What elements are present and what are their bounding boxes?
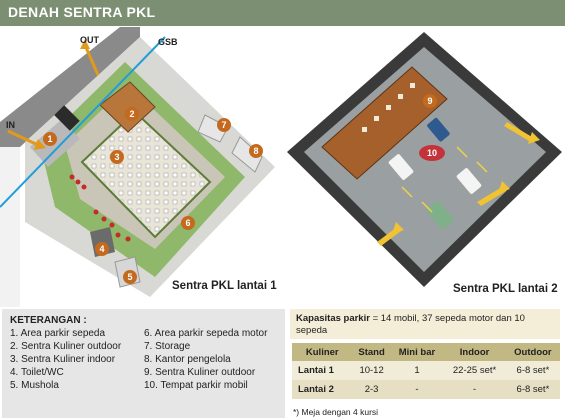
marker-7 <box>217 118 231 132</box>
legend-item: 6. Area parkir sepeda motor <box>144 328 268 339</box>
table-cell: 6-8 set* <box>505 380 560 399</box>
marker-8 <box>249 144 263 158</box>
outdoor-culinary-deck-2 <box>321 66 448 180</box>
svg-text:6: 6 <box>185 218 190 228</box>
marker-5 <box>123 270 137 284</box>
svg-text:9: 9 <box>427 96 432 106</box>
legend-item: 4. Toilet/WC <box>10 367 64 378</box>
legend-item: 3. Sentra Kuliner indoor <box>10 354 116 365</box>
marker-2 <box>125 107 139 121</box>
svg-text:3: 3 <box>114 152 119 162</box>
in-label: IN <box>6 120 15 130</box>
capacity-label: Kapasitas parkir <box>296 313 370 324</box>
svg-text:5: 5 <box>127 272 132 282</box>
road <box>0 27 140 147</box>
outdoor-culinary-deck <box>99 81 156 133</box>
capacity-text: Kapasitas parkir = 14 mobil, 37 sepeda m… <box>296 313 558 337</box>
gsb-line <box>0 36 166 208</box>
indoor-culinary-area <box>80 110 212 239</box>
table-cell: 10-12 <box>352 361 391 380</box>
svg-text:1: 1 <box>47 134 52 144</box>
table-header-row: Kuliner Stand Mini bar Indoor Outdoor <box>292 343 560 361</box>
svg-text:7: 7 <box>221 120 226 130</box>
legend-item: 8. Kantor pengelola <box>144 354 231 365</box>
legend-title: KETERANGAN : <box>10 315 87 326</box>
car-blue <box>427 117 450 142</box>
legend-item: 5. Mushola <box>10 380 59 391</box>
page-title: DENAH SENTRA PKL <box>8 4 156 20</box>
table-header: Stand <box>352 343 391 361</box>
marker-6 <box>181 216 195 230</box>
table-header: Mini bar <box>390 343 444 361</box>
table-row: Lantai 1 10-12 1 22-25 set* 6-8 set* <box>292 361 560 380</box>
marker-4 <box>95 242 109 256</box>
legend-box <box>2 309 285 418</box>
capacity-table: Kuliner Stand Mini bar Indoor Outdoor La… <box>292 343 560 399</box>
gsb-label: GSB <box>158 37 178 47</box>
legend-item: 7. Storage <box>144 341 191 352</box>
plan1-label: Sentra PKL lantai 1 <box>172 280 277 292</box>
car-white-1 <box>388 154 414 180</box>
table-cell: 22-25 set* <box>443 361 506 380</box>
out-label: OUT <box>80 35 100 45</box>
svg-text:2: 2 <box>129 109 134 119</box>
marker-3 <box>110 150 124 164</box>
table-cell: Lantai 2 <box>292 380 353 399</box>
out-arrow <box>83 44 100 76</box>
svg-text:8: 8 <box>253 146 258 156</box>
table-cell: 2-3 <box>352 380 391 399</box>
marker-9 <box>423 94 437 108</box>
floor-plan-1: IN OUT GSB 1 2 3 4 5 6 7 8 <box>0 27 280 307</box>
table-header: Indoor <box>443 343 506 361</box>
truck-green <box>426 200 454 230</box>
title-bar <box>0 0 565 26</box>
table-cell: 6-8 set* <box>505 361 560 380</box>
table-header: Outdoor <box>505 343 560 361</box>
table-cell: - <box>443 380 506 399</box>
table-cell: - <box>390 380 444 399</box>
table-cell: 1 <box>390 361 444 380</box>
svg-text:10: 10 <box>427 148 437 158</box>
svg-text:4: 4 <box>99 244 104 254</box>
table-header: Kuliner <box>292 343 353 361</box>
legend-item: 10. Tempat parkir mobil <box>144 380 248 391</box>
marker-1 <box>43 132 57 146</box>
floor-plan-2: 9 10 <box>282 27 565 307</box>
table-footnote: *) Meja dengan 4 kursi <box>293 407 379 417</box>
in-arrow <box>7 129 39 147</box>
car-white-2 <box>456 168 482 194</box>
marker-10 <box>419 145 445 161</box>
plan2-label: Sentra PKL lantai 2 <box>453 283 558 295</box>
legend-item: 1. Area parkir sepeda <box>10 328 106 339</box>
legend-item: 2. Sentra Kuliner outdoor <box>10 341 122 352</box>
table-cell: Lantai 1 <box>292 361 353 380</box>
table-row: Lantai 2 2-3 - - 6-8 set* <box>292 380 560 399</box>
capacity-box <box>290 309 560 339</box>
capacity-value: = 14 mobil, 37 sepeda motor dan 10 seped… <box>296 313 525 336</box>
legend-item: 9. Sentra Kuliner outdoor <box>144 367 256 378</box>
